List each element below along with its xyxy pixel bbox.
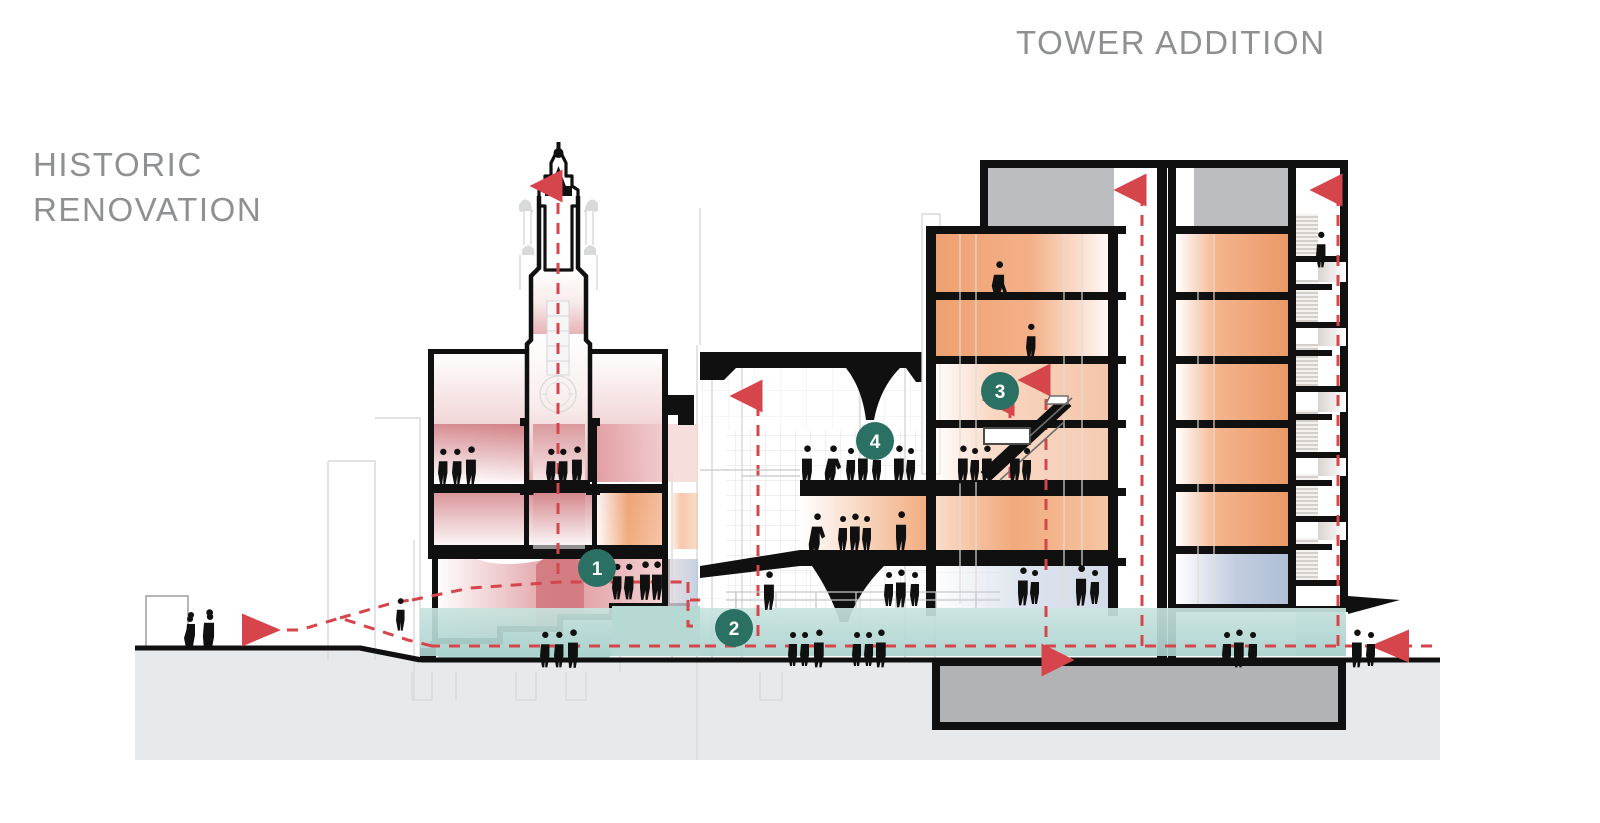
circulation-arrow-left — [242, 613, 433, 648]
escalator — [980, 395, 1073, 482]
callout-2-label: 2 — [729, 619, 740, 640]
callout-3-label: 3 — [995, 382, 1006, 403]
callout-markers[interactable]: 1 2 3 4 — [578, 372, 1019, 647]
tower-addition — [921, 160, 1400, 660]
people-silhouettes — [184, 231, 1375, 668]
basement-volume — [932, 658, 1346, 730]
callout-marker-3[interactable]: 3 — [981, 372, 1019, 410]
label-historic-line2: RENOVATION — [33, 191, 263, 228]
label-tower-addition: TOWER ADDITION — [1016, 24, 1326, 61]
callout-4-label: 4 — [870, 432, 881, 453]
callout-1-label: 1 — [592, 559, 603, 580]
label-historic-renovation: HISTORIC RENOVATION — [33, 142, 262, 232]
label-historic-line1: HISTORIC — [33, 146, 203, 183]
callout-marker-2[interactable]: 2 — [715, 609, 753, 647]
callout-marker-4[interactable]: 4 — [856, 422, 894, 460]
west-outbuilding — [145, 595, 189, 648]
callout-marker-1[interactable]: 1 — [578, 549, 616, 587]
